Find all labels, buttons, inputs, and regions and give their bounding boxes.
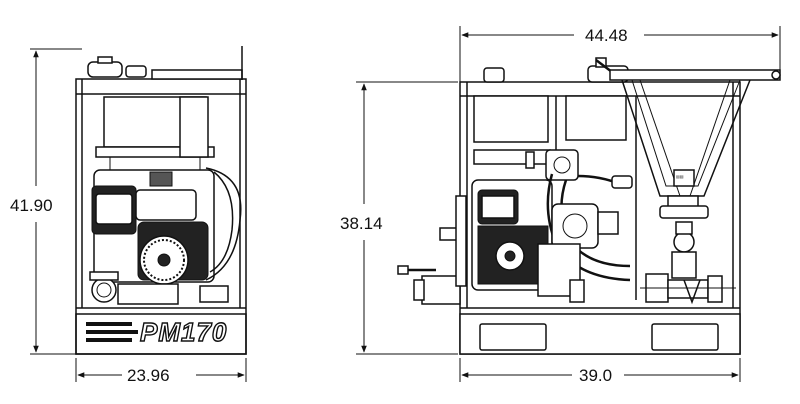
side-outlet-valve — [397, 195, 467, 305]
side-engine — [471, 151, 553, 291]
side-top-caps — [483, 57, 629, 83]
side-height-label: 38.14 — [340, 214, 383, 233]
side-fuel-tank — [473, 95, 627, 165]
side-pump-hose — [537, 149, 633, 303]
front-width-label: 23.96 — [127, 366, 170, 385]
side-height-dimension — [356, 81, 458, 355]
front-engine — [91, 167, 242, 285]
side-hopper: ▤▤ — [609, 69, 781, 279]
front-height-dimension — [30, 48, 82, 355]
side-overall-length-label: 44.48 — [585, 26, 628, 45]
front-width-dimension — [75, 358, 247, 382]
front-pump-inlet — [89, 271, 229, 305]
hopper-warning-sticker: ▤▤ — [676, 174, 684, 179]
front-view: 41.90 23.96 — [10, 46, 247, 385]
side-frame-length-label: 39.0 — [579, 366, 612, 385]
side-base-skid — [459, 313, 741, 355]
side-view: 44.48 38.14 39.0 — [340, 26, 781, 385]
front-base-skid — [75, 313, 247, 355]
side-frame-length-dimension — [459, 358, 741, 382]
brand-logo: PM170 — [140, 317, 227, 347]
front-height-label: 41.90 — [10, 196, 53, 215]
front-fuel-tank — [87, 46, 243, 172]
side-discharge-manifold — [640, 273, 736, 305]
side-overall-length-dimension — [459, 26, 781, 82]
